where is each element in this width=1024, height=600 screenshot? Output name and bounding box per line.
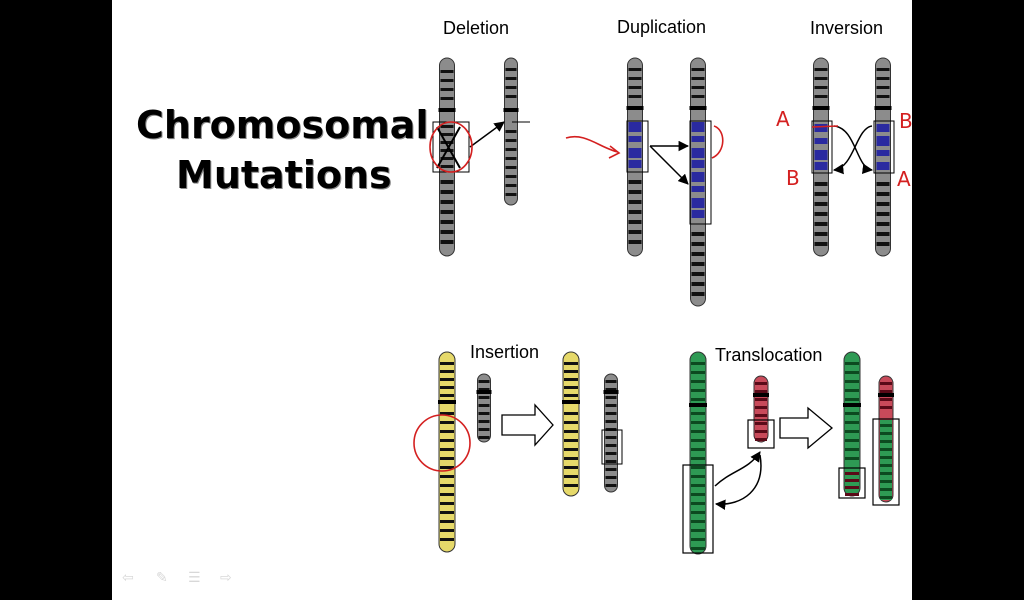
translocation-arrow-block xyxy=(779,406,834,450)
forward-arrow-icon[interactable]: ⇨ xyxy=(220,570,232,586)
label-insertion: Insertion xyxy=(470,342,540,362)
translocation-bracket xyxy=(682,464,714,554)
label-duplication: Duplication xyxy=(617,17,707,37)
chromosome-insertion-result-yellow xyxy=(562,351,580,497)
chromosome-deletion-result xyxy=(503,57,519,206)
label-translocation: Translocation xyxy=(715,345,823,365)
duplication-bracket xyxy=(626,120,649,173)
title-line-2: Mutations xyxy=(176,153,392,197)
annotation-b-left: B xyxy=(786,166,800,190)
chromosome-translocation-red xyxy=(753,375,769,443)
chromosome-translocation-green xyxy=(689,351,707,555)
label-inversion: Inversion xyxy=(810,18,884,38)
annotation-circle-insertion xyxy=(413,414,471,472)
chromosome-translocation-result-red xyxy=(878,375,894,503)
back-arrow-icon[interactable]: ⇦ xyxy=(122,570,134,586)
deletion-arrow xyxy=(469,121,505,148)
chromosome-translocation-result-green xyxy=(843,351,861,497)
inversion-bracket xyxy=(811,120,833,174)
chromosome-insertion-donor-yellow xyxy=(438,351,456,553)
chromosome-duplication-result xyxy=(689,57,707,307)
annotation-a-right: A xyxy=(897,167,911,191)
annotation-a-left: A xyxy=(776,107,790,131)
title-line-1: Chromosomal xyxy=(136,103,429,147)
annotation-b-right: B xyxy=(899,109,913,133)
translocation-arrow xyxy=(714,451,761,487)
menu-icon[interactable]: ☰ xyxy=(188,570,201,586)
annotation-arrow-duplication xyxy=(565,135,621,159)
chromosome-duplication-original xyxy=(626,57,644,257)
chromosome-inversion-original xyxy=(812,57,830,257)
chromosome-insertion-donor-gray xyxy=(476,373,492,443)
label-deletion: Deletion xyxy=(443,18,510,38)
chromosome-insertion-result-gray xyxy=(603,373,619,493)
pen-icon[interactable]: ✎ xyxy=(156,570,168,586)
annotation-circle-deletion xyxy=(429,121,473,173)
chromosome-inversion-result xyxy=(874,57,892,257)
slide-title: Chromosomal Mutations xyxy=(136,100,436,200)
insertion-arrow xyxy=(501,403,554,447)
inversion-arrow xyxy=(833,125,874,175)
